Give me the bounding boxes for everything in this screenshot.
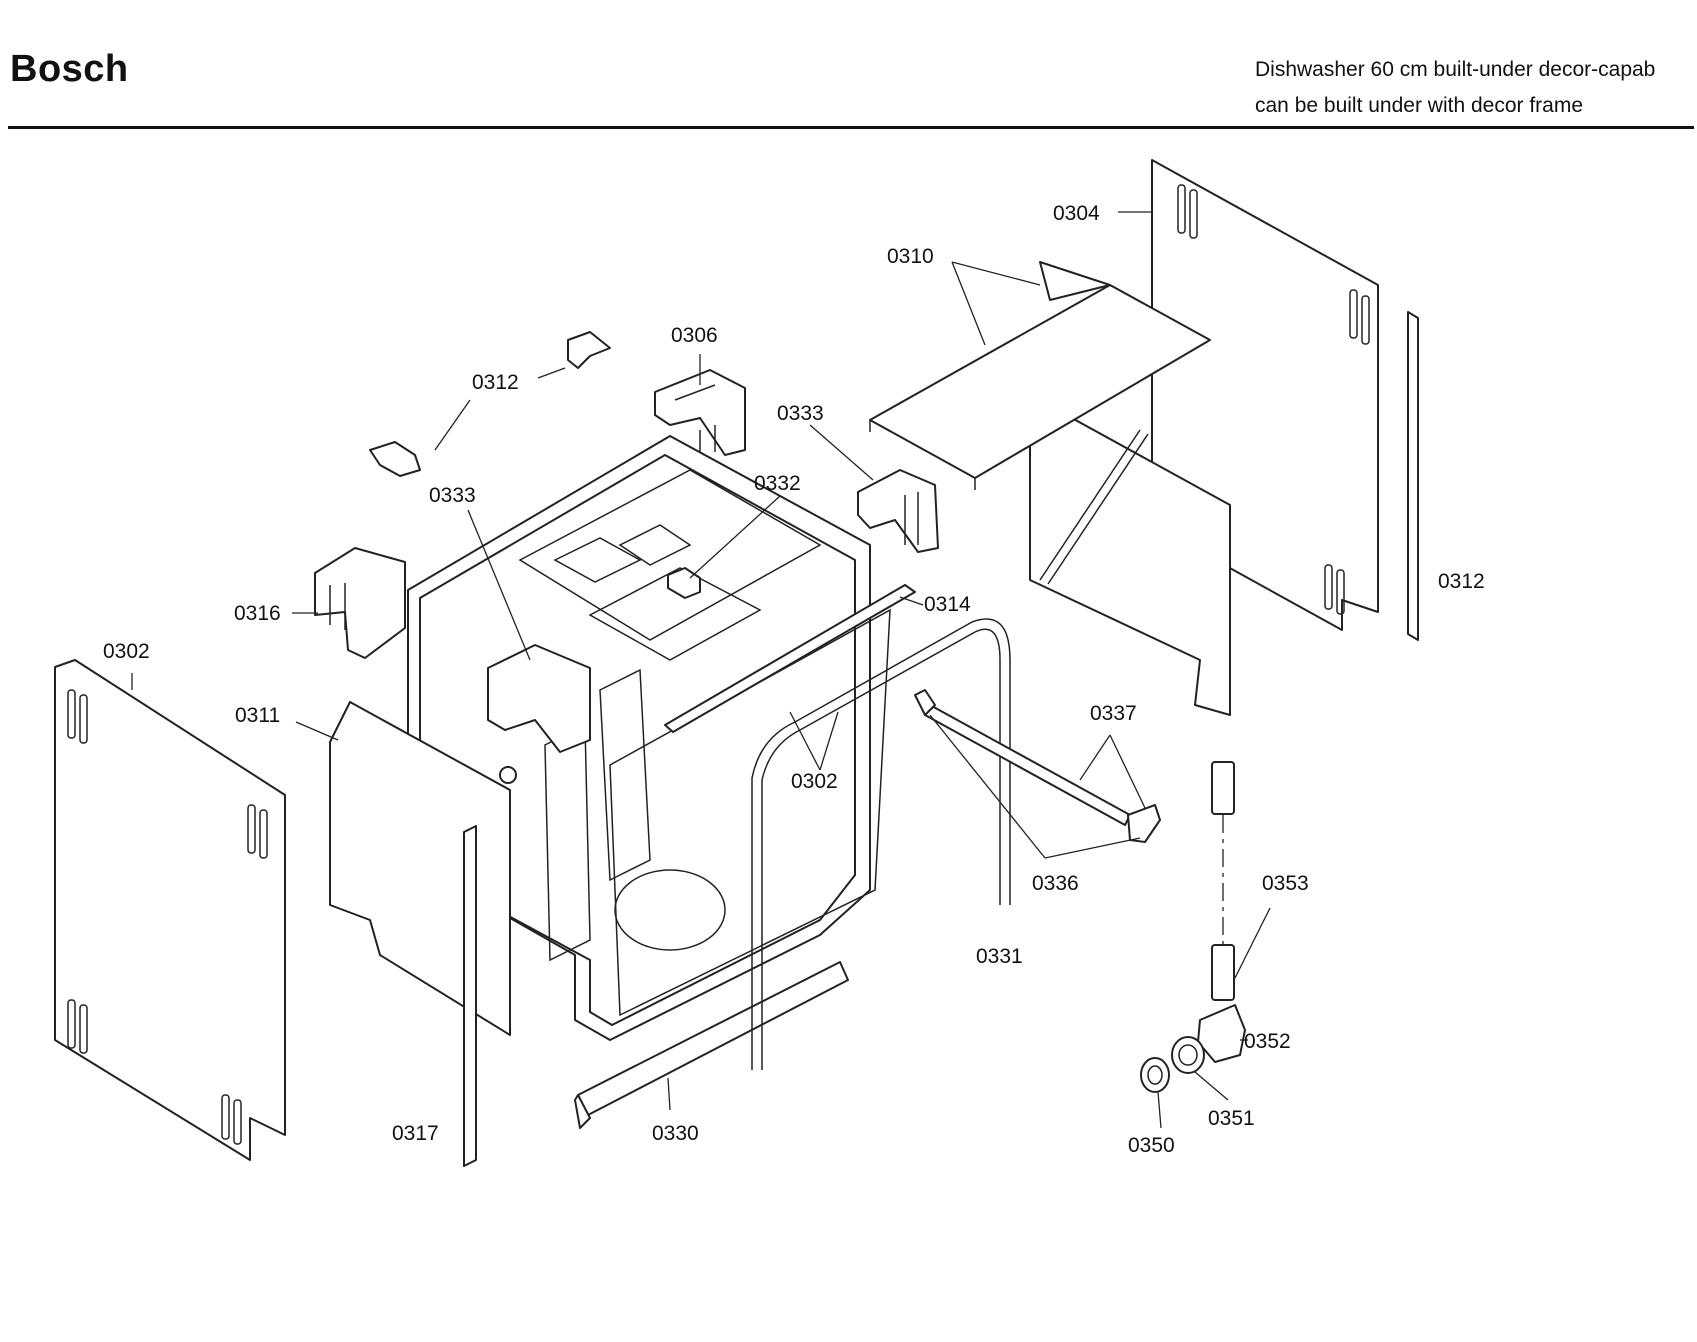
part-0302-side-panel — [54, 659, 286, 1161]
part-0306-bracket — [654, 369, 746, 456]
part-0333-bracket-right — [857, 469, 939, 553]
part-0351-washer — [1171, 1036, 1205, 1074]
callout-0333-left: 0333 — [429, 484, 476, 507]
part-0333-bracket-left — [487, 644, 591, 784]
part-0312-rail-strip — [1407, 311, 1419, 641]
leader-lines — [131, 211, 1271, 1129]
part-0314-seal — [664, 584, 916, 733]
callout-0304: 0304 — [1053, 202, 1100, 225]
callout-0333-right: 0333 — [777, 402, 824, 425]
callout-0352: 0352 — [1244, 1030, 1291, 1053]
callout-0353: 0353 — [1262, 872, 1309, 895]
callout-0311: 0311 — [235, 704, 280, 727]
part-0352-valve — [1197, 1004, 1246, 1063]
part-0312-small-brackets — [369, 331, 611, 477]
callout-0317: 0317 — [392, 1122, 439, 1145]
subtitle-line-2: can be built under with decor frame — [1255, 94, 1584, 117]
callout-0330: 0330 — [652, 1122, 699, 1145]
callout-0310: 0310 — [887, 245, 934, 268]
brand-title: Bosch — [10, 48, 129, 90]
diagram-subtitle: Dishwasher 60 cm built-under decor-capab… — [1255, 52, 1695, 124]
part-tub-assembly — [407, 435, 891, 1041]
callout-0306: 0306 — [671, 324, 718, 347]
callout-0312-top: 0312 — [472, 371, 519, 394]
part-0310-top-cover — [869, 261, 1231, 716]
callout-0350: 0350 — [1128, 1134, 1175, 1157]
part-0317-vertical-strip — [463, 825, 477, 1167]
callout-0331: 0331 — [976, 945, 1023, 968]
callout-0302-center: 0302 — [791, 770, 838, 793]
part-0316-bracket — [314, 547, 406, 659]
header-rule — [8, 126, 1694, 129]
part-0353-hose — [1211, 761, 1235, 1001]
subtitle-line-1: Dishwasher 60 cm built-under decor-capab — [1255, 58, 1656, 81]
callout-0351: 0351 — [1208, 1107, 1255, 1130]
part-0337-rail — [914, 689, 1161, 843]
callout-0312-right: 0312 — [1438, 570, 1485, 593]
callout-0314: 0314 — [924, 593, 971, 616]
callout-0332: 0332 — [754, 472, 801, 495]
callout-0337: 0337 — [1090, 702, 1137, 725]
callout-0302-left: 0302 — [103, 640, 150, 663]
callout-0316: 0316 — [234, 602, 281, 625]
part-0350-nut — [1140, 1057, 1170, 1093]
callout-labels: 0304 0310 0306 0312 0333 0332 0333 0316 … — [103, 202, 1485, 1157]
callout-0336: 0336 — [1032, 872, 1079, 895]
